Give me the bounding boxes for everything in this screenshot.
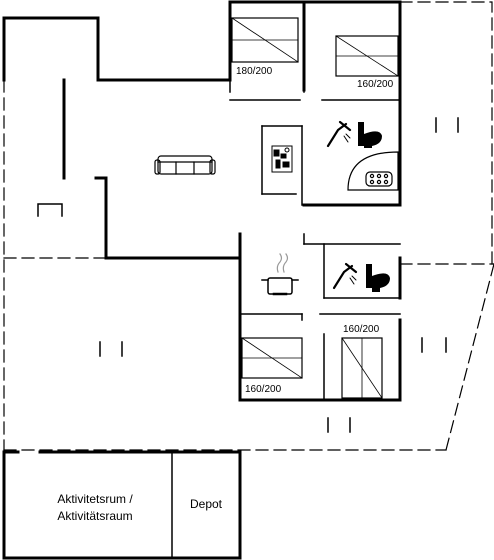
exterior-walls [2, 0, 402, 402]
bed-top-left [231, 17, 299, 63]
bed-mid-right [341, 337, 383, 399]
dishwasher-icon [271, 145, 293, 173]
terrace-outlines [3, 1, 494, 451]
activity-room-label: Aktivitetsrum / Aktivitätsraum [20, 491, 170, 525]
stove-pot-icon [261, 253, 299, 296]
hot-tub-icon [347, 151, 399, 191]
table-icon [37, 203, 63, 217]
bed-size-top-right: 160/200 [357, 79, 394, 90]
bottom-rooms [2, 450, 242, 560]
bed-mid-left [241, 337, 303, 379]
bed-size-mid-right: 160/200 [343, 324, 380, 335]
bed-top-right [335, 35, 399, 77]
interior-walls [229, 79, 401, 401]
toilet-icon-lower [366, 264, 390, 292]
door-marks [99, 117, 459, 433]
toilet-icon [358, 122, 382, 148]
bed-size-mid-left: 160/200 [245, 384, 282, 395]
depot-label: Depot [189, 497, 223, 511]
activity-room-label-line2: Aktivitätsraum [57, 509, 133, 523]
bed-size-top-left: 180/200 [236, 66, 273, 77]
shower-icon-lower [332, 262, 358, 290]
shower-icon [326, 120, 352, 148]
activity-room-label-line1: Aktivitetsrum / [57, 492, 133, 506]
sofa-icon [154, 155, 216, 175]
